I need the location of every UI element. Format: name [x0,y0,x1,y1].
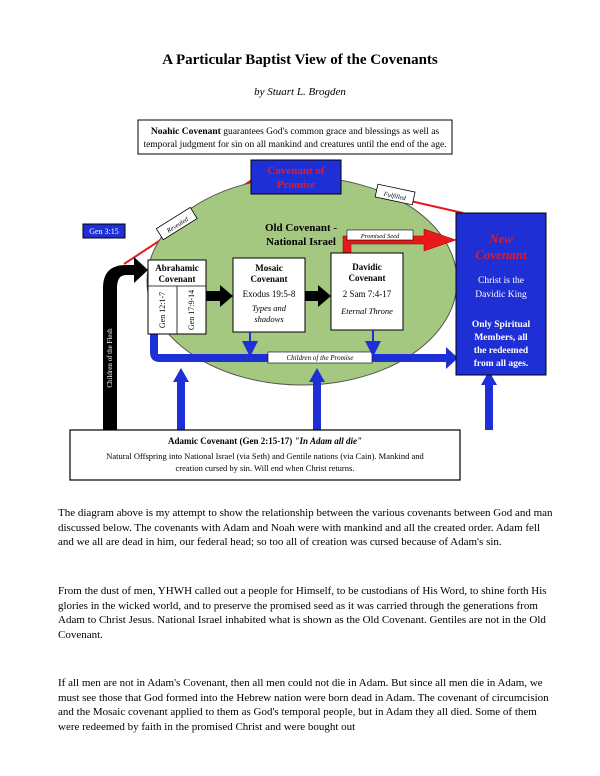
mosaic-covenant-box: Mosaic Covenant Exodus 19:5-8 Types and … [232,257,306,333]
new-covenant-box: New Covenant Christ is the Davidic King … [455,212,547,376]
promise-line2: Promise [277,179,315,191]
old-covenant-line1: Old Covenant - [265,222,337,234]
body-paragraph-1: The diagram above is my attempt to show … [58,507,553,548]
davidic-line1: Davidic [352,262,382,272]
abrahamic-ref2: Gen 17:9-14 [187,290,196,330]
davidic-ref: 2 Sam 7:4-17 [343,289,392,299]
new-covenant-christ2: Davidic King [475,290,527,300]
davidic-note: Eternal Throne [340,306,393,316]
covenant-of-promise-box: Covenant of Promise [250,159,342,195]
new-covenant-only3: the redeemed [474,346,529,356]
new-covenant-line2: Covenant [475,247,527,262]
mosaic-note2: shadows [254,314,284,324]
covenant-diagram: Noahic Covenant guarantees God's common … [69,119,547,481]
body-paragraph-3: If all men are not in Adam's Covenant, t… [58,677,549,733]
gen-3-15-label: Gen 3:15 [89,227,119,236]
adamic-line1: Adamic Covenant (Gen 2:15-17) "In Adam a… [168,436,362,446]
fulfilled-label: Fulfilled [382,191,407,203]
children-of-flesh-arrow: Children of the Flesh [103,257,148,430]
children-of-promise-arrow: Children of the Promise [150,334,458,369]
abrahamic-to-mosaic-arrow [206,285,233,307]
adamic-line3: creation cursed by sin. Will end when Ch… [176,463,355,473]
fulfilled-tag: Fulfilled [374,183,416,206]
body-paragraph-2: From the dust of men, YHWH called out a … [58,585,547,641]
page-title: A Particular Baptist View of the Covenan… [162,52,438,68]
abrahamic-covenant-box: Abrahamic Covenant Gen 12:1-7 Gen 17:9-1… [147,259,207,335]
mosaic-ref: Exodus 19:5-8 [243,289,296,299]
mosaic-note1: Types and [252,303,287,313]
noahic-line1: Noahic Covenant guarantees God's common … [151,127,440,137]
adamic-covenant-box: Adamic Covenant (Gen 2:15-17) "In Adam a… [69,429,461,481]
mosaic-line2: Covenant [250,274,287,284]
gen-3-15-tag: Gen 3:15 [82,223,126,239]
noahic-line2: temporal judgment for sin on all mankind… [143,139,446,150]
children-of-flesh-label: Children of the Flesh [106,328,114,388]
promised-seed-arrow: Promised Seed [342,228,457,254]
abrahamic-line1: Abrahamic [155,263,199,273]
mosaic-to-davidic-arrow [304,285,331,307]
mosaic-line1: Mosaic [255,263,283,273]
abrahamic-ref1: Gen 12:1-7 [158,292,167,328]
new-covenant-only4: from all ages. [474,359,528,369]
noahic-covenant-box: Noahic Covenant guarantees God's common … [137,119,453,155]
promised-seed-label: Promised Seed [360,233,400,240]
new-covenant-only1: Only Spiritual [472,320,531,330]
old-covenant-line2: National Israel [266,236,336,248]
children-of-promise-label: Children of the Promise [287,354,354,362]
adamic-line2: Natural Offspring into National Israel (… [106,451,424,461]
new-covenant-line1: New [488,231,513,246]
adamic-up-arrows [173,368,497,430]
new-covenant-christ1: Christ is the [478,276,524,286]
promise-line1: Covenant of [267,165,324,177]
new-covenant-only2: Members, all [474,333,528,343]
davidic-covenant-box: Davidic Covenant 2 Sam 7:4-17 Eternal Th… [330,252,404,331]
davidic-line2: Covenant [348,273,385,283]
abrahamic-line2: Covenant [158,274,195,284]
author-byline: by Stuart L. Brogden [254,86,346,98]
